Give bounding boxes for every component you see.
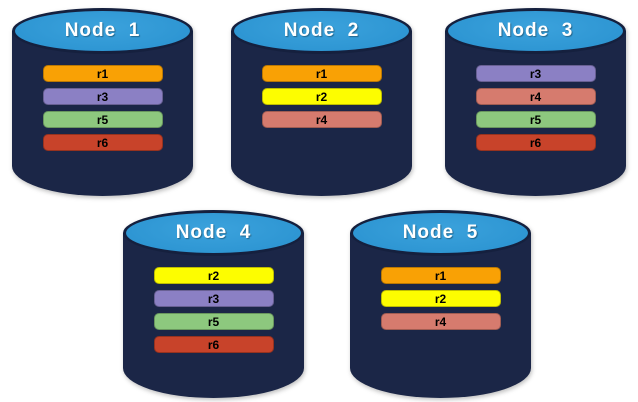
cylinder-top: Node 2 xyxy=(231,8,412,54)
replica-label: r2 xyxy=(207,268,220,283)
replica-label: r3 xyxy=(96,89,109,104)
replica-bar-r3: r3 xyxy=(475,65,596,82)
replica-list: r1 r3 r5 r6 xyxy=(12,65,193,151)
cylinder-top: Node 1 xyxy=(12,8,193,54)
replica-label: r6 xyxy=(207,337,220,352)
cylinder-top: Node 5 xyxy=(350,210,531,256)
replica-label: r3 xyxy=(207,291,220,306)
replica-bar-r1: r1 xyxy=(42,65,163,82)
replica-bar-r6: r6 xyxy=(42,134,163,151)
replica-bar-r6: r6 xyxy=(153,336,274,353)
replica-label: r1 xyxy=(96,66,109,81)
replica-bar-r5: r5 xyxy=(475,111,596,128)
replica-label: r2 xyxy=(434,291,447,306)
replica-bar-r1: r1 xyxy=(380,267,501,284)
replica-bar-r3: r3 xyxy=(42,88,163,105)
replica-list: r3 r4 r5 r6 xyxy=(445,65,626,151)
cylinder-top: Node 4 xyxy=(123,210,304,256)
replica-label: r5 xyxy=(529,112,542,127)
replica-bar-r3: r3 xyxy=(153,290,274,307)
replica-bar-r4: r4 xyxy=(475,88,596,105)
node-title: Node 1 xyxy=(64,20,141,41)
replica-label: r3 xyxy=(529,66,542,81)
database-node-1: Node 1 r1 r3 r5 r6 xyxy=(12,8,193,196)
replica-list: r1 r2 r4 xyxy=(350,267,531,330)
replica-label: r1 xyxy=(434,268,447,283)
replica-bar-r2: r2 xyxy=(261,88,382,105)
node-title: Node 2 xyxy=(283,20,360,41)
replica-bar-r4: r4 xyxy=(380,313,501,330)
replica-label: r4 xyxy=(315,112,328,127)
replica-bar-r2: r2 xyxy=(153,267,274,284)
node-title: Node 3 xyxy=(497,20,574,41)
replica-label: r5 xyxy=(96,112,109,127)
database-node-4: Node 4 r2 r3 r5 r6 xyxy=(123,210,304,398)
node-title: Node 5 xyxy=(402,222,479,243)
replica-label: r6 xyxy=(96,135,109,150)
database-node-2: Node 2 r1 r2 r4 xyxy=(231,8,412,196)
database-node-3: Node 3 r3 r4 r5 r6 xyxy=(445,8,626,196)
replica-bar-r5: r5 xyxy=(153,313,274,330)
replica-list: r2 r3 r5 r6 xyxy=(123,267,304,353)
replica-list: r1 r2 r4 xyxy=(231,65,412,128)
replica-label: r5 xyxy=(207,314,220,329)
replica-label: r4 xyxy=(529,89,542,104)
replica-bar-r4: r4 xyxy=(261,111,382,128)
replica-label: r4 xyxy=(434,314,447,329)
cylinder-top: Node 3 xyxy=(445,8,626,54)
node-title: Node 4 xyxy=(175,222,252,243)
replica-label: r1 xyxy=(315,66,328,81)
database-node-5: Node 5 r1 r2 r4 xyxy=(350,210,531,398)
replica-bar-r2: r2 xyxy=(380,290,501,307)
replica-bar-r1: r1 xyxy=(261,65,382,82)
replica-label: r2 xyxy=(315,89,328,104)
replica-bar-r5: r5 xyxy=(42,111,163,128)
replica-label: r6 xyxy=(529,135,542,150)
replica-bar-r6: r6 xyxy=(475,134,596,151)
